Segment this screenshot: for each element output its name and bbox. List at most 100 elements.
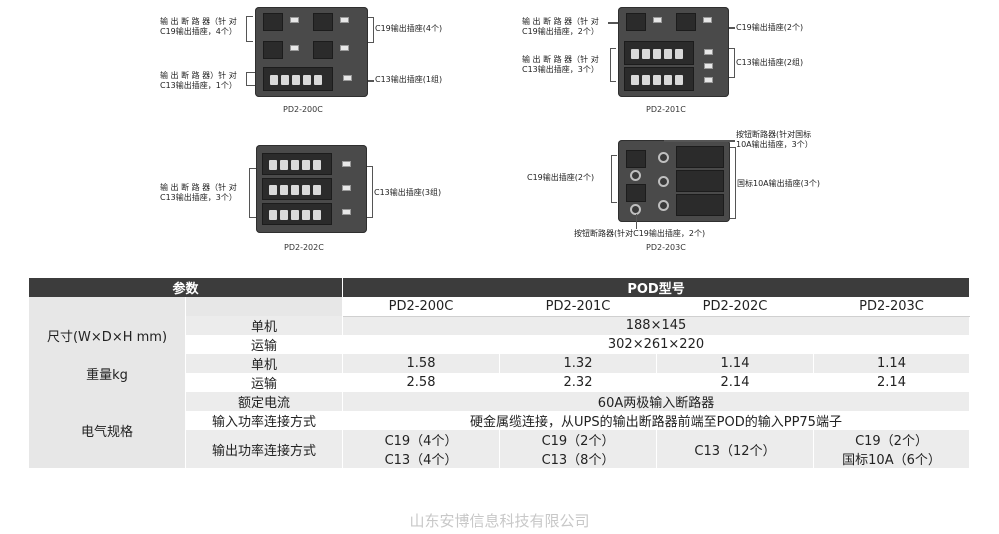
c19-module xyxy=(626,13,646,31)
pd2-200c-left-top-label: 输 出 断 路 器（针 对 C19输出插座，4个） xyxy=(160,17,237,36)
breaker-switch xyxy=(342,161,351,167)
model-name: PD2-203C xyxy=(813,297,971,317)
size-unit-label: 单机 xyxy=(184,316,344,335)
breaker-switch xyxy=(342,185,351,191)
model-name: PD2-202C xyxy=(656,297,815,317)
bracket xyxy=(246,16,253,42)
size-ship-value: 302×261×220 xyxy=(342,335,971,354)
weight-label: 重量kg xyxy=(28,354,186,392)
weight-ship-value: 2.14 xyxy=(813,373,971,392)
pd2-201c-right-bottom-label: C13输出插座(2组) xyxy=(736,58,804,67)
c13-module xyxy=(262,203,332,225)
model-name: PD2-200C xyxy=(342,297,501,317)
pd2-203c-model-caption: PD2-203C xyxy=(646,243,686,252)
bracket xyxy=(664,140,735,142)
c19-module xyxy=(676,13,696,31)
weight-ship-value: 2.14 xyxy=(656,373,815,392)
gb10a-module xyxy=(676,146,724,168)
breaker-switch xyxy=(704,63,713,69)
size-label: 尺寸(W×D×H mm) xyxy=(28,316,186,354)
bracket xyxy=(249,168,256,218)
c19-module xyxy=(263,13,283,31)
input-connection-label: 输入功率连接方式 xyxy=(184,411,344,430)
pd2-201c-left-top-label: 输 出 断 路 器（针 对 C19输出插座，2个） xyxy=(522,17,599,36)
input-connection-row: 输入功率连接方式 硬金属缆连接，从UPS的输出断路器前端至POD的输入PP75端… xyxy=(29,411,971,430)
bracket xyxy=(611,155,617,203)
weight-ship-label: 运输 xyxy=(184,373,344,392)
pd2-202c-left-label: 输 出 断 路 器（针 对 C13输出插座，3个） xyxy=(160,183,237,202)
c19-module xyxy=(626,150,646,168)
pd2-202c-right-label: C13输出插座(3组) xyxy=(374,188,442,197)
breaker-switch xyxy=(340,45,349,51)
size-unit-row: 尺寸(W×D×H mm) 单机 188×145 xyxy=(28,316,971,354)
weight-unit-value: 1.32 xyxy=(499,354,658,373)
breaker-switch xyxy=(290,45,299,51)
breaker-switch xyxy=(703,17,712,23)
breaker-switch xyxy=(290,17,299,23)
rated-current-value: 60A两极输入断路器 xyxy=(342,392,971,411)
pd2-201c-model-caption: PD2-201C xyxy=(646,105,686,114)
output-connection-value: C13（12个） xyxy=(656,430,815,468)
model-name: PD2-201C xyxy=(499,297,658,317)
bracket xyxy=(368,17,374,43)
c19-module xyxy=(626,184,646,202)
input-connection-value: 硬金属缆连接，从UPS的输出断路器前端至POD的输入PP75端子 xyxy=(342,411,971,430)
pd2-200c-left-bottom-label: 输 出 断 路 器）针 对 C13输出插座，1个） xyxy=(160,71,237,90)
gb10a-module xyxy=(676,170,724,192)
header-pod-model: POD型号 xyxy=(342,278,971,297)
bracket xyxy=(367,166,373,218)
weight-unit-value: 1.14 xyxy=(656,354,815,373)
weight-unit-label: 单机 xyxy=(184,354,344,373)
bracket xyxy=(608,22,618,24)
c13-module xyxy=(263,67,333,91)
push-button-breaker xyxy=(658,152,669,163)
pd2-203c-right-label: 国标10A输出插座(3个) xyxy=(737,179,820,188)
breaker-switch xyxy=(340,17,349,23)
pd2-200c-unit-image xyxy=(255,7,368,97)
pd2-200c-right-bottom-label: C13输出插座(1组) xyxy=(375,75,443,84)
rated-current-row: 电气规格 额定电流 60A两极输入断路器 xyxy=(28,392,971,468)
output-connection-row: 输出功率连接方式 C19（4个） C13（4个） C19（2个） C13（8个）… xyxy=(29,430,971,468)
c19-module xyxy=(313,13,333,31)
push-button-breaker xyxy=(658,176,669,187)
output-connection-value: C19（2个） C13（8个） xyxy=(499,430,658,468)
breaker-switch xyxy=(704,77,713,83)
size-ship-row: 运输 302×261×220 xyxy=(29,335,971,354)
pd2-202c-unit-image xyxy=(256,145,367,233)
pd2-203c-left-label: C19输出插座(2个) xyxy=(527,173,595,182)
table-header-row: 参数 POD型号 xyxy=(27,278,971,297)
bracket xyxy=(636,214,637,229)
weight-unit-row: 重量kg 单机 1.58 1.32 1.14 1.14 xyxy=(28,354,971,392)
output-connection-label: 输出功率连接方式 xyxy=(184,430,344,468)
pd2-203c-top-label: 按钮断路器(针对国标 10A输出插座，3个） xyxy=(736,130,813,149)
spec-table: 参数 POD型号 PD2-200C PD2-201C PD2-202C PD2-… xyxy=(27,278,971,468)
pd2-200c-right-top-label: C19输出插座(4个) xyxy=(375,24,443,33)
size-ship-label: 运输 xyxy=(184,335,344,354)
pd2-203c-unit-image xyxy=(618,140,730,222)
output-connection-value: C19（4个） C13（4个） xyxy=(342,430,501,468)
header-param: 参数 xyxy=(27,278,344,297)
weight-ship-value: 2.32 xyxy=(499,373,658,392)
pd2-200c-model-caption: PD2-200C xyxy=(283,105,323,114)
bracket xyxy=(729,27,735,29)
c13-module xyxy=(624,67,694,91)
weight-unit-value: 1.14 xyxy=(813,354,971,373)
bracket xyxy=(368,80,374,82)
c13-module xyxy=(624,41,694,65)
weight-unit-value: 1.58 xyxy=(342,354,501,373)
company-watermark: 山东安博信息科技有限公司 xyxy=(409,512,590,530)
c19-module xyxy=(313,41,333,59)
weight-ship-value: 2.58 xyxy=(342,373,501,392)
bracket xyxy=(730,147,736,219)
breaker-switch xyxy=(704,49,713,55)
size-unit-value: 188×145 xyxy=(342,316,971,335)
breaker-switch xyxy=(653,17,662,23)
c13-module xyxy=(262,178,332,200)
model-row: PD2-200C PD2-201C PD2-202C PD2-203C xyxy=(28,297,971,317)
pd2-201c-right-top-label: C19输出插座(2个) xyxy=(736,23,804,32)
rated-current-label: 额定电流 xyxy=(184,392,344,411)
bracket xyxy=(246,72,255,86)
gb10a-module xyxy=(676,194,724,216)
electrical-label: 电气规格 xyxy=(28,392,186,468)
bracket xyxy=(729,48,735,78)
